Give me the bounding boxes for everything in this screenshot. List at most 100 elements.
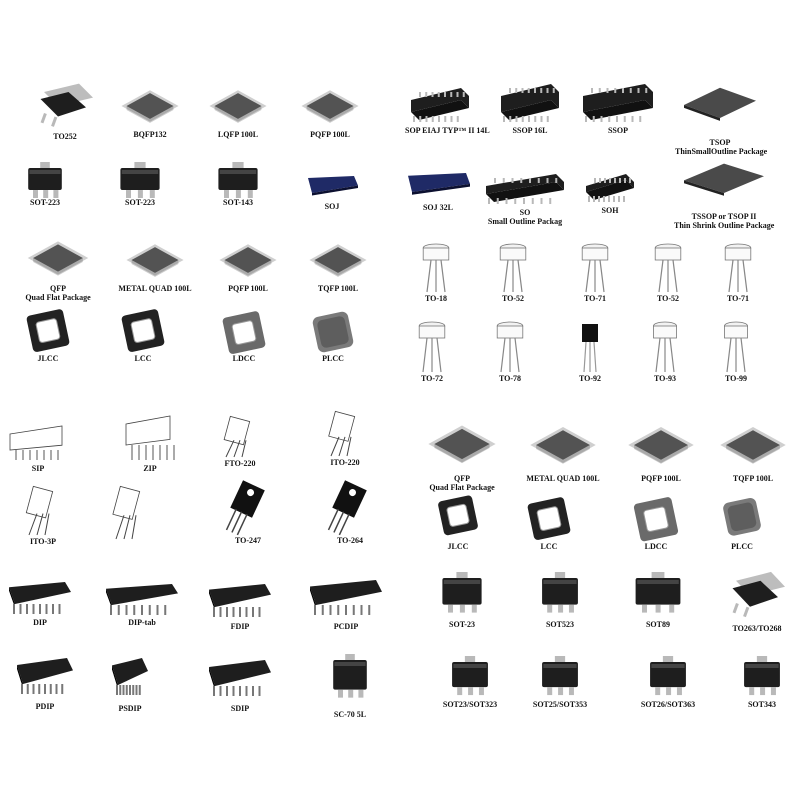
dip-icon — [5, 574, 75, 618]
package-to252: TO252 — [30, 78, 100, 141]
package-ldcc-a: LDCC — [212, 310, 276, 363]
package-to264: TO-264 — [322, 480, 378, 545]
package-jlcc-a: JLCC — [18, 308, 78, 363]
package-label: SOT-143 — [223, 198, 253, 207]
to92-icon — [572, 318, 608, 374]
package-label: TO-264 — [336, 536, 364, 545]
package-to52-b: TO-52 — [648, 240, 688, 303]
package-label: PSDIP — [118, 704, 142, 713]
package-label: SDIP — [230, 704, 250, 713]
package-label: TO-247 — [234, 536, 262, 545]
package-sot26-363: SOT26/SOT363 — [636, 652, 700, 709]
package-jlcc-b: JLCC — [430, 494, 486, 551]
qfp-icon — [198, 78, 278, 130]
sot-icon — [203, 158, 273, 198]
can-icon — [718, 240, 758, 294]
package-metalquad-b: METAL QUAD 100L — [523, 412, 603, 483]
package-label: PDIP — [35, 702, 55, 711]
package-diptab: DIP-tab — [102, 576, 182, 627]
ssop-icon — [495, 78, 565, 126]
lcc-icon — [113, 308, 173, 354]
package-sublabel: Quad Flat Package — [25, 293, 91, 302]
package-soh: SOH — [580, 168, 640, 215]
package-label: LQFP 100L — [217, 130, 259, 139]
qfp-icon — [422, 410, 502, 474]
zip-icon — [122, 410, 178, 464]
can-icon — [493, 240, 533, 294]
package-lqfp100l: LQFP 100L — [198, 78, 278, 139]
package-label: SC-70 5L — [333, 710, 367, 719]
to220-icon — [13, 485, 73, 537]
package-label: SOJ — [324, 202, 340, 211]
package-psdip: PSDIP — [108, 650, 152, 713]
package-label: JLCC — [37, 354, 59, 363]
dip-icon — [102, 576, 182, 618]
package-sop: SOP EIAJ TYP™ II 14L — [405, 82, 490, 135]
package-dip: DIP — [5, 574, 75, 627]
lcc-icon — [212, 310, 276, 354]
package-label: SOT-23 — [449, 620, 475, 629]
package-to92: TO-92 — [572, 318, 608, 383]
to247-icon — [220, 480, 276, 536]
soj-icon — [402, 165, 474, 203]
sop-icon — [405, 82, 475, 126]
package-label: JLCC — [447, 542, 469, 551]
package-ldcc-b: LDCC — [625, 496, 687, 551]
package-sot223-a: SOT-223 — [15, 158, 75, 207]
package-label: LDCC — [232, 354, 256, 363]
plcc-icon — [714, 496, 770, 542]
can-icon — [416, 240, 456, 294]
dip-icon — [205, 652, 275, 704]
package-pqfp100l-a: PQFP 100L — [290, 78, 370, 139]
package-label: PCDIP — [333, 622, 359, 631]
package-label: FDIP — [230, 622, 250, 631]
package-label: LCC — [540, 542, 558, 551]
package-lcc-a: LCC — [113, 308, 173, 363]
package-sot89: SOT89 — [618, 568, 698, 629]
package-label: TO-92 — [578, 374, 602, 383]
sot-icon — [528, 652, 592, 700]
package-label: TO263/TO268 — [732, 624, 782, 633]
package-pqfp-a: PQFP 100L — [208, 232, 288, 293]
package-zip: ZIP — [122, 410, 178, 473]
package-plcc-b: PLCC — [714, 496, 770, 551]
can-icon — [647, 318, 683, 374]
package-label: TO-78 — [498, 374, 522, 383]
lcc-icon — [625, 496, 687, 542]
package-label: TQFP 100L — [317, 284, 359, 293]
package-label: TO-71 — [726, 294, 750, 303]
package-label: SOT343 — [747, 700, 776, 709]
sop-icon — [480, 168, 570, 208]
package-label: PQFP 100L — [310, 130, 350, 139]
sot-icon — [618, 568, 698, 620]
sop-icon — [580, 168, 640, 206]
sot-icon — [320, 650, 380, 710]
package-lcc-b: LCC — [519, 496, 579, 551]
package-label: SOT23/SOT323 — [442, 700, 498, 709]
package-label: SOT-223 — [30, 198, 60, 207]
package-label: PQFP 100L — [641, 474, 681, 483]
package-to71-b: TO-71 — [718, 240, 758, 303]
package-sdip: SDIP — [205, 652, 275, 713]
sot-icon — [528, 568, 592, 620]
package-bqfp132: BQFP132 — [110, 78, 190, 139]
qfp-icon — [621, 412, 701, 474]
package-sot143: SOT-143 — [203, 158, 273, 207]
dip-icon — [306, 572, 386, 622]
package-pcdip: PCDIP — [306, 572, 386, 631]
to247-icon — [322, 480, 378, 536]
sot-icon — [636, 652, 700, 700]
to220-icon — [320, 410, 370, 458]
package-label: TO-52 — [656, 294, 680, 303]
package-to52-a: TO-52 — [493, 240, 533, 303]
package-label: TO252 — [53, 132, 77, 141]
package-sublabel: Quad Flat Package — [429, 483, 495, 492]
package-label: METAL QUAD 100L — [118, 284, 192, 293]
can-icon — [648, 240, 688, 294]
package-to263: TO263/TO268 — [722, 566, 792, 633]
qfp-icon — [290, 78, 370, 130]
package-label: PLCC — [731, 542, 753, 551]
